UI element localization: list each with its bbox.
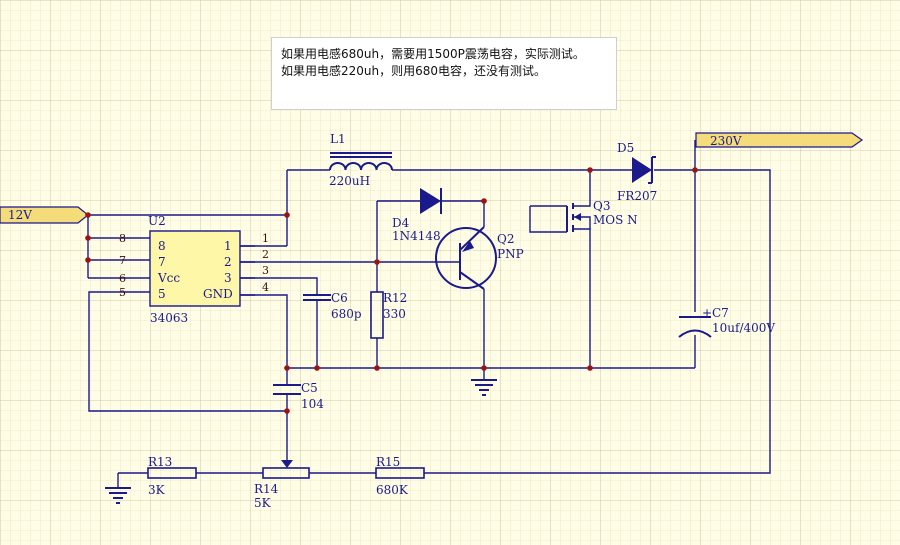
design-note-line-1: 如果用电感680uh，需要用1500P震荡电容，实际测试。 <box>281 47 585 61</box>
u2-pin-num-7: 7 <box>119 254 126 267</box>
capacitor-c6[interactable]: C6 680p <box>303 291 362 321</box>
u2-pin-label-5: 5 <box>158 287 166 301</box>
inductor-l1[interactable]: L1 220uH <box>329 132 393 188</box>
r14-value: 5K <box>254 496 272 510</box>
r13-ref: R13 <box>148 455 172 469</box>
port-12v-label: 12V <box>8 208 32 222</box>
d4-ref: D4 <box>392 216 410 230</box>
u2-pin-num-6: 6 <box>119 272 126 285</box>
l1-value: 220uH <box>329 174 370 188</box>
q3-ref: Q3 <box>593 199 610 213</box>
r13-value: 3K <box>148 483 166 497</box>
resistor-r12[interactable]: R12 330 <box>370 291 407 339</box>
c6-value: 680p <box>331 307 362 321</box>
resistor-r15[interactable]: R15 680K <box>375 455 425 497</box>
c5-value: 104 <box>301 397 324 411</box>
r15-value: 680K <box>376 483 409 497</box>
u2-pin-label-gnd: GND <box>203 287 233 301</box>
resistor-r13[interactable]: R13 3K <box>147 455 197 497</box>
wires <box>87 140 771 488</box>
u2-pin-num-4: 4 <box>262 281 269 294</box>
transistor-q2[interactable]: Q2 PNP <box>435 226 524 290</box>
potentiometer-r14[interactable]: R14 5K <box>254 460 310 510</box>
c7-value: 10uf/400V <box>712 321 775 335</box>
u2-pin-label-2: 2 <box>224 255 232 269</box>
capacitor-c5[interactable]: C5 104 <box>273 381 324 411</box>
r12-ref: R12 <box>383 291 407 305</box>
design-note: 如果用电感680uh，需要用1500P震荡电容，实际测试。 如果用电感220uh… <box>271 37 617 110</box>
c7-ref: C7 <box>712 306 729 320</box>
r12-value: 330 <box>383 307 406 321</box>
d5-ref: D5 <box>617 141 634 155</box>
u2-pin-num-1: 1 <box>262 232 269 245</box>
port-12v[interactable]: 12V <box>0 206 89 224</box>
u2-pin-label-1: 1 <box>224 239 232 253</box>
u2-pin-num-3: 3 <box>262 264 269 277</box>
port-230v[interactable]: 230V <box>695 132 864 148</box>
design-note-line-2: 如果用电感220uh，则用680电容，还没有测试。 <box>281 64 547 78</box>
u2-pin-label-8: 8 <box>158 239 166 253</box>
q2-value: PNP <box>497 247 524 261</box>
diode-d4[interactable]: D4 1N4148 <box>392 188 442 243</box>
u2-pin-num-5: 5 <box>119 286 126 299</box>
mosfet-q3[interactable]: Q3 MOS N <box>530 199 638 232</box>
c5-ref: C5 <box>301 381 318 395</box>
port-230v-label: 230V <box>710 134 742 148</box>
capacitor-c7[interactable]: + C7 10uf/400V <box>678 306 775 338</box>
c7-polarity: + <box>702 306 712 320</box>
q2-ref: Q2 <box>497 232 514 246</box>
junctions <box>85 167 698 414</box>
u2-ic[interactable]: U2 34063 8 7 6 5 1 2 3 4 8 7 Vcc 5 1 2 3… <box>119 214 269 325</box>
u2-pin-label-3: 3 <box>224 271 232 285</box>
ground-symbol-r13 <box>105 487 131 504</box>
u2-pin-label-7: 7 <box>158 255 166 269</box>
diode-d5[interactable]: D5 FR207 <box>617 141 657 203</box>
u2-pin-label-vcc: Vcc <box>157 271 180 285</box>
d4-value: 1N4148 <box>392 229 441 243</box>
r15-ref: R15 <box>376 455 400 469</box>
u2-ref: U2 <box>148 214 166 228</box>
ground-symbol-main <box>471 379 497 396</box>
u2-pin-num-8: 8 <box>119 232 126 245</box>
c6-ref: C6 <box>331 291 348 305</box>
d5-value: FR207 <box>617 189 657 203</box>
u2-part: 34063 <box>150 311 188 325</box>
q3-value: MOS N <box>593 213 638 227</box>
r14-ref: R14 <box>254 482 279 496</box>
u2-pin-num-2: 2 <box>262 248 269 261</box>
l1-ref: L1 <box>330 132 346 146</box>
